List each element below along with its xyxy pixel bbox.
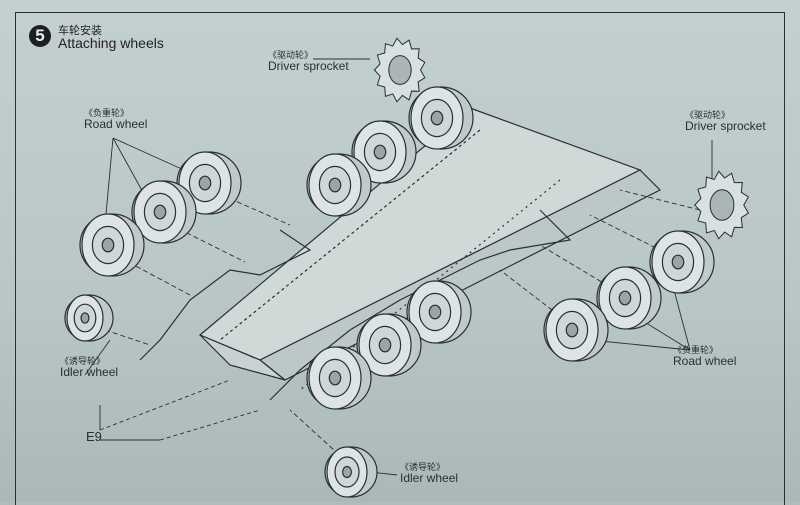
label-road-wheel-right: 《负重轮》 Road wheel: [673, 345, 736, 369]
road-wheel-icon: [131, 180, 197, 244]
label-cn: 《负重轮》: [673, 345, 719, 355]
label-idler-wheel-left: 《诱导轮》 Idler wheel: [60, 356, 118, 380]
label-cn: 《驱动轮》: [268, 50, 314, 60]
step-number-badge: 5: [29, 25, 51, 47]
label-road-wheel-left: 《负重轮》 Road wheel: [84, 108, 147, 132]
driver-sprocket-top-icon: [373, 37, 426, 103]
road-wheel-icon: [351, 120, 417, 184]
idler-wheel-bottom-icon: [324, 446, 378, 498]
road-wheel-icon: [408, 86, 474, 150]
road-wheel-icon: [306, 153, 372, 217]
label-idler-wheel-bottom: 《诱导轮》 Idler wheel: [400, 462, 458, 486]
label-cn: 《诱导轮》: [400, 462, 446, 472]
label-en: Idler wheel: [400, 471, 459, 486]
step-title-en: Attaching wheels: [58, 35, 164, 51]
label-en: Road wheel: [673, 354, 737, 369]
hull-side: [199, 334, 286, 381]
step-title-cn: 车轮安装: [58, 25, 102, 37]
part-e9-label: E9: [86, 429, 102, 444]
label-driver-sprocket-right: 《驱动轮》 Driver sprocket: [685, 110, 766, 134]
road-wheel-icon: [356, 313, 422, 377]
road-wheel-icon: [543, 298, 609, 362]
label-en: Driver sprocket: [685, 119, 766, 134]
label-en: Idler wheel: [60, 365, 119, 380]
label-en: Road wheel: [84, 117, 148, 132]
road-wheel-icon: [649, 230, 715, 294]
idler-wheel-left-icon: [64, 294, 114, 342]
driver-sprocket-right-icon: [694, 170, 750, 240]
label-cn: 《驱动轮》: [685, 110, 731, 120]
step-frame: [15, 12, 785, 505]
road-wheel-icon: [306, 346, 372, 410]
road-wheel-icon: [596, 266, 662, 330]
suspension-arms: [139, 229, 312, 361]
label-en: Driver sprocket: [268, 59, 349, 74]
label-cn: 《诱导轮》: [60, 356, 106, 366]
label-cn: 《负重轮》: [84, 108, 130, 118]
road-wheel-icon: [406, 280, 472, 344]
label-driver-sprocket-top: 《驱动轮》 Driver sprocket: [268, 50, 349, 74]
road-wheel-icon: [79, 213, 145, 277]
